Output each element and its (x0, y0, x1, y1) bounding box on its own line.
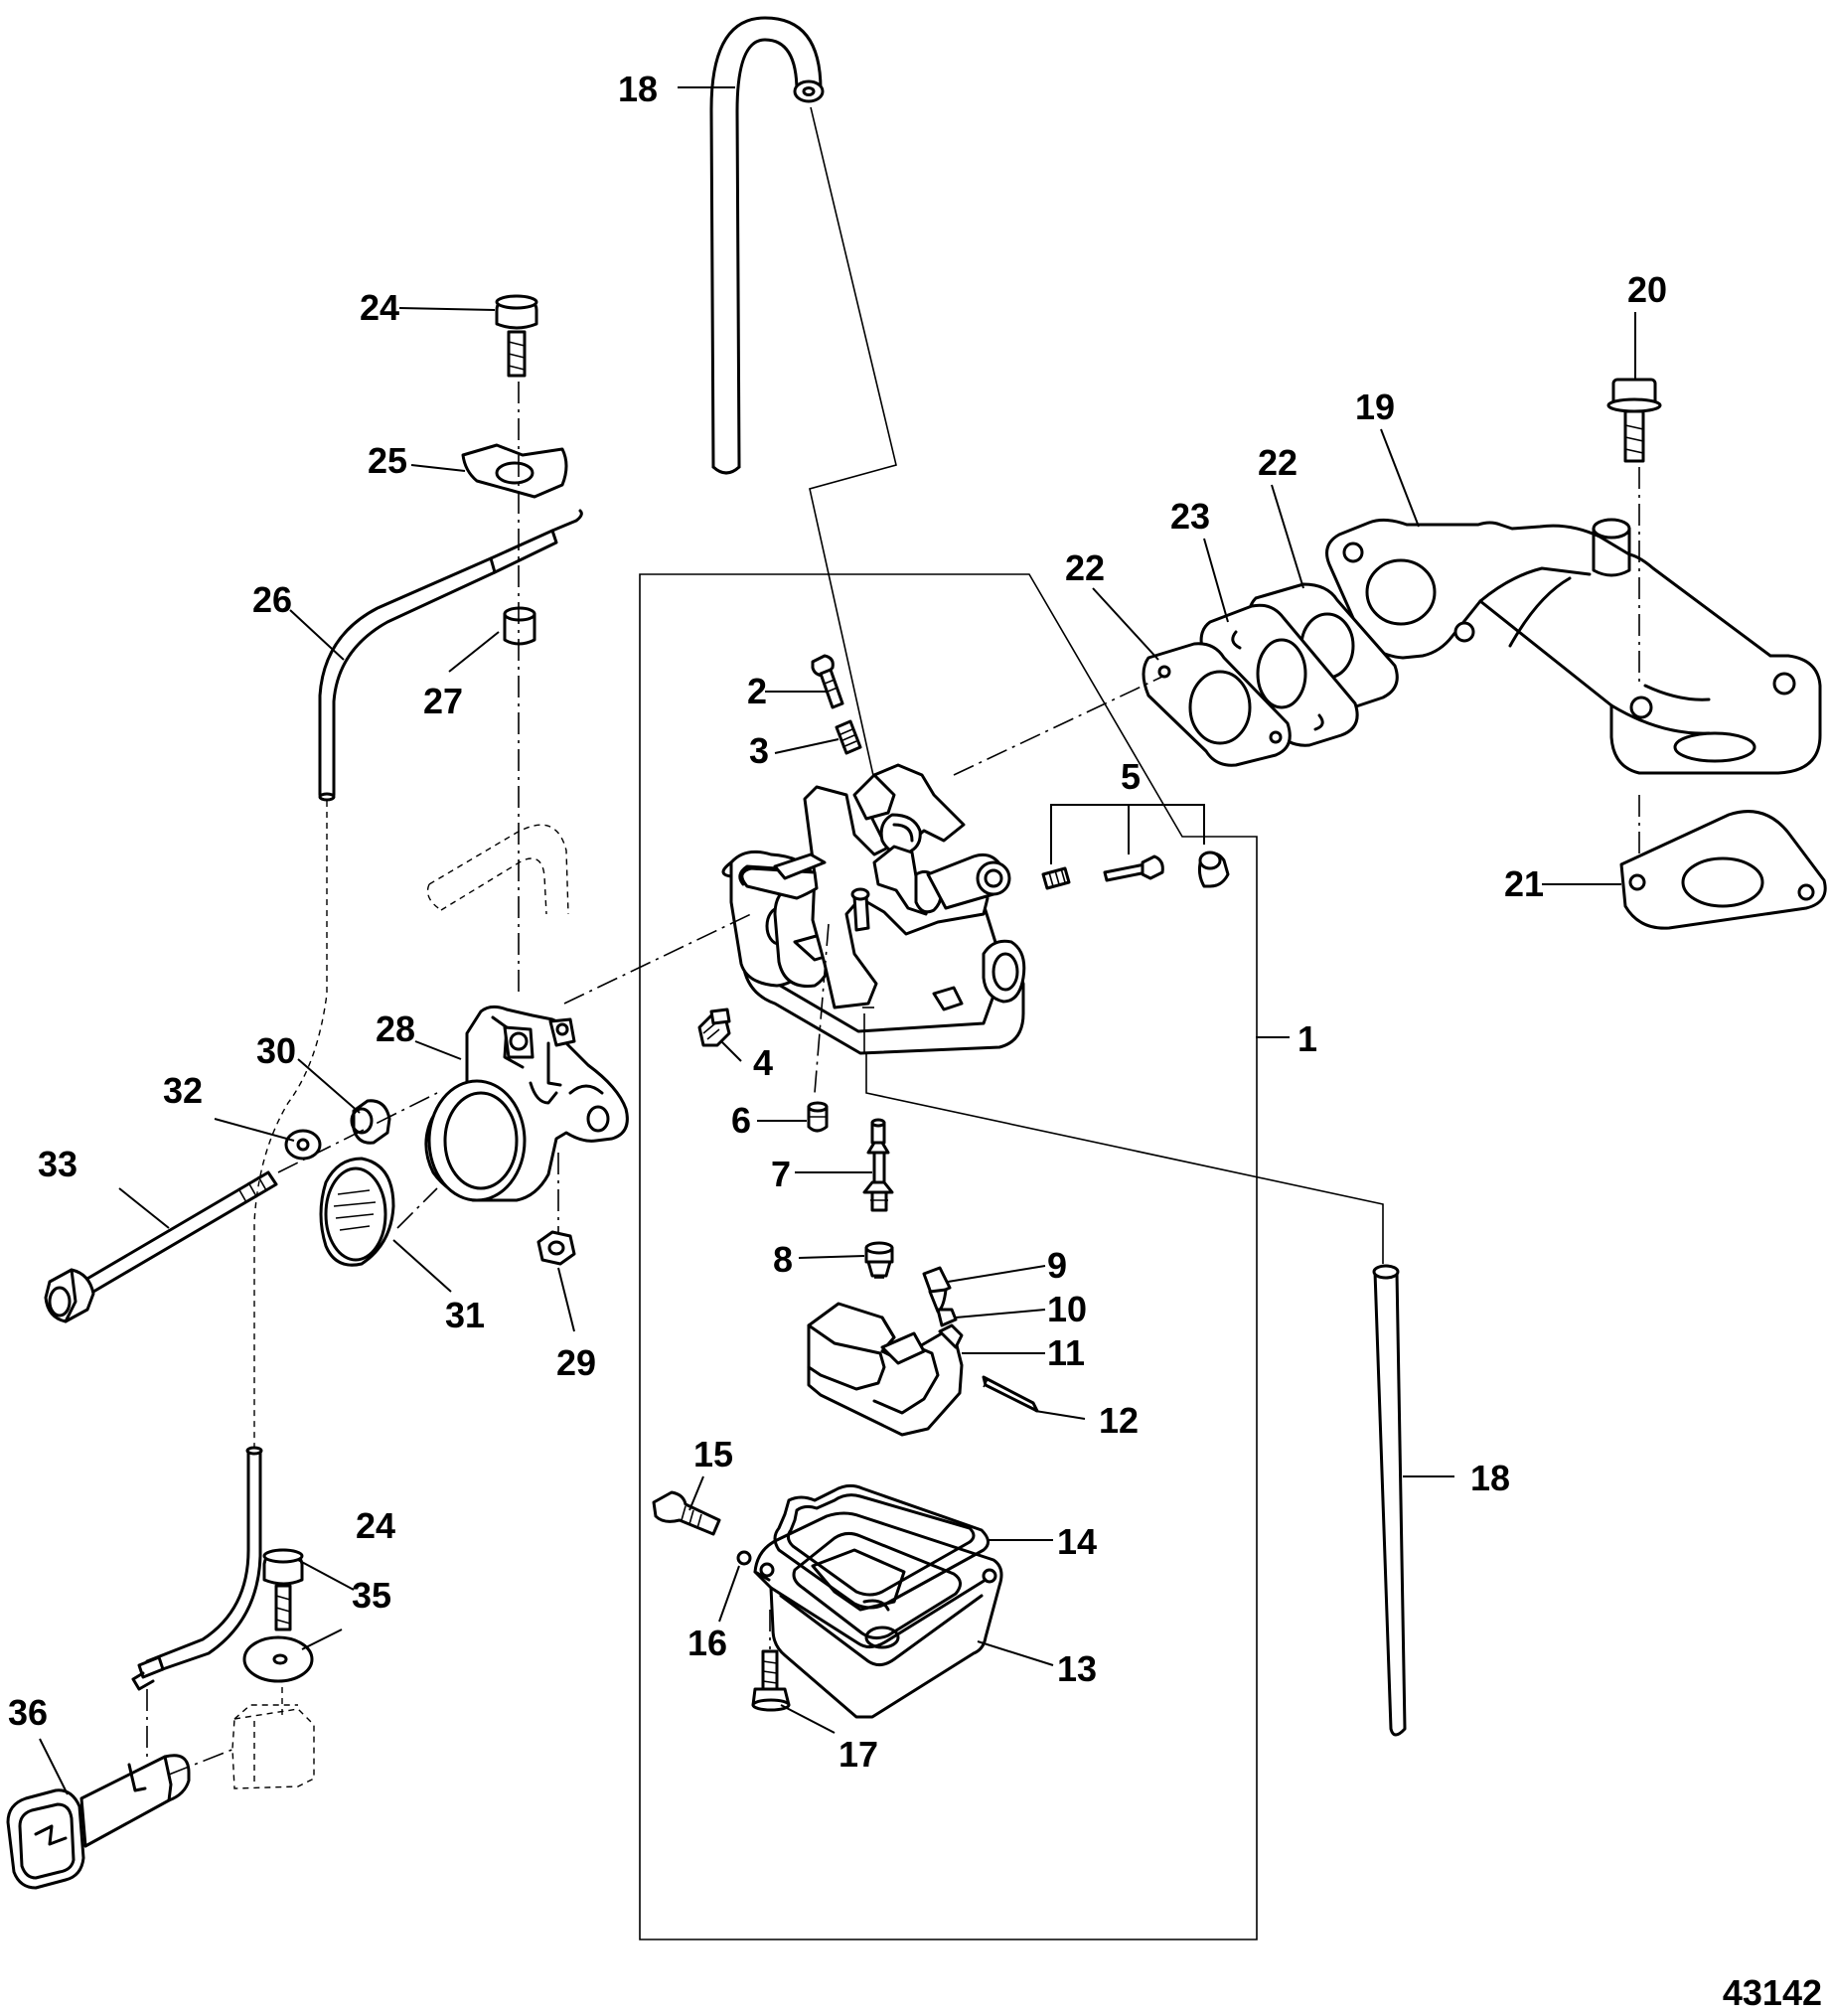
callout-22-front: 22 (1065, 547, 1105, 588)
callout-21: 21 (1504, 863, 1544, 904)
callout-4: 4 (753, 1042, 773, 1083)
callout-13: 13 (1057, 1648, 1097, 1689)
callout-10: 10 (1047, 1289, 1087, 1329)
alignment-line-gasket (953, 675, 1165, 776)
callout-32: 32 (163, 1070, 203, 1111)
alignment-line-choke-shaft (277, 1092, 438, 1173)
cable-clamp (461, 443, 568, 499)
drain-screw (652, 1490, 721, 1536)
manifold-bolt (1606, 378, 1662, 684)
float-needle (922, 1266, 952, 1314)
pilot-screw (811, 654, 844, 709)
choke-long-bolt (44, 1170, 278, 1323)
callout-5: 5 (1121, 756, 1141, 797)
cable-clamp-bolt (495, 294, 538, 378)
choke-washer (284, 1129, 322, 1161)
fuel-hose-right (865, 1045, 1407, 1737)
callout-25: 25 (368, 440, 407, 481)
callout-36: 36 (8, 1692, 48, 1733)
cable-bushing (503, 606, 536, 646)
drain-fitting (697, 1008, 731, 1047)
float-bowl-gasket (773, 1483, 990, 1610)
callout-leaders (39, 86, 1636, 1795)
choke-bracket-phantom (231, 1687, 315, 1789)
drain-screw-o-ring (736, 1550, 752, 1566)
callout-18-top: 18 (618, 69, 658, 109)
choke-pull-knob (6, 1689, 235, 1890)
callout-30: 30 (256, 1030, 296, 1071)
callout-12: 12 (1099, 1400, 1139, 1441)
callout-8: 8 (773, 1239, 793, 1280)
callout-28: 28 (376, 1008, 415, 1049)
alignment-line-throttle-body (563, 911, 756, 1005)
float-pin (982, 1375, 1039, 1413)
callout-26: 26 (252, 579, 292, 620)
choke-spacer (350, 1099, 391, 1145)
callout-18-right: 18 (1470, 1458, 1510, 1498)
callout-16: 16 (687, 1623, 727, 1663)
callout-20: 20 (1627, 269, 1667, 310)
main-jet (807, 1101, 829, 1133)
intake-manifold (1325, 518, 1822, 775)
fuel-hose-top (709, 16, 897, 781)
carburetor-gasket-front (1142, 642, 1292, 767)
callout-7: 7 (771, 1154, 791, 1194)
callout-17: 17 (839, 1734, 878, 1775)
choke-cable-upper (318, 509, 583, 802)
vent-hose-phantom (426, 824, 569, 915)
manifold-gasket (1619, 795, 1827, 930)
choke-knob (319, 1157, 395, 1267)
callout-24-lower: 24 (356, 1505, 395, 1546)
callout-22-rear: 22 (1258, 442, 1297, 483)
callout-29: 29 (556, 1342, 596, 1383)
callout-1: 1 (1297, 1018, 1317, 1059)
callout-9: 9 (1047, 1245, 1067, 1286)
alignment-line-jet (814, 923, 830, 1094)
alignment-line-knob (396, 1187, 438, 1229)
callout-6: 6 (731, 1100, 751, 1141)
assembly-bracket (639, 573, 1258, 1940)
carburetor-float (807, 1302, 964, 1437)
callout-24-top: 24 (360, 287, 399, 328)
choke-bracket-bolt (262, 1548, 304, 1631)
callout-labels: 1 2 3 4 5 6 7 8 9 10 11 12 13 14 15 16 1… (8, 69, 1667, 1775)
callout-27: 27 (423, 681, 463, 721)
throttle-body-adapter (424, 1005, 629, 1202)
callout-2: 2 (747, 671, 767, 711)
carburetor-body (721, 763, 1026, 1055)
float-bowl-screw (751, 1610, 791, 1712)
callout-14: 14 (1057, 1521, 1097, 1562)
callout-15: 15 (693, 1434, 733, 1474)
needle-clip (936, 1308, 958, 1327)
idle-screw-set (1041, 804, 1230, 890)
choke-cable-routing (131, 801, 328, 1691)
pilot-screw-spring (835, 719, 862, 755)
needle-seat (864, 1241, 894, 1279)
callout-19: 19 (1355, 387, 1395, 427)
callout-11: 11 (1047, 1332, 1085, 1373)
callout-35: 35 (352, 1575, 391, 1616)
choke-bracket-washer (242, 1635, 314, 1683)
callout-23: 23 (1170, 496, 1210, 537)
callout-3: 3 (749, 730, 769, 771)
callout-31: 31 (445, 1295, 485, 1335)
callout-33: 33 (38, 1144, 77, 1184)
throttle-nut (536, 1230, 576, 1266)
main-nozzle (862, 1118, 894, 1212)
figure-number: 43142 (1723, 1972, 1822, 2013)
